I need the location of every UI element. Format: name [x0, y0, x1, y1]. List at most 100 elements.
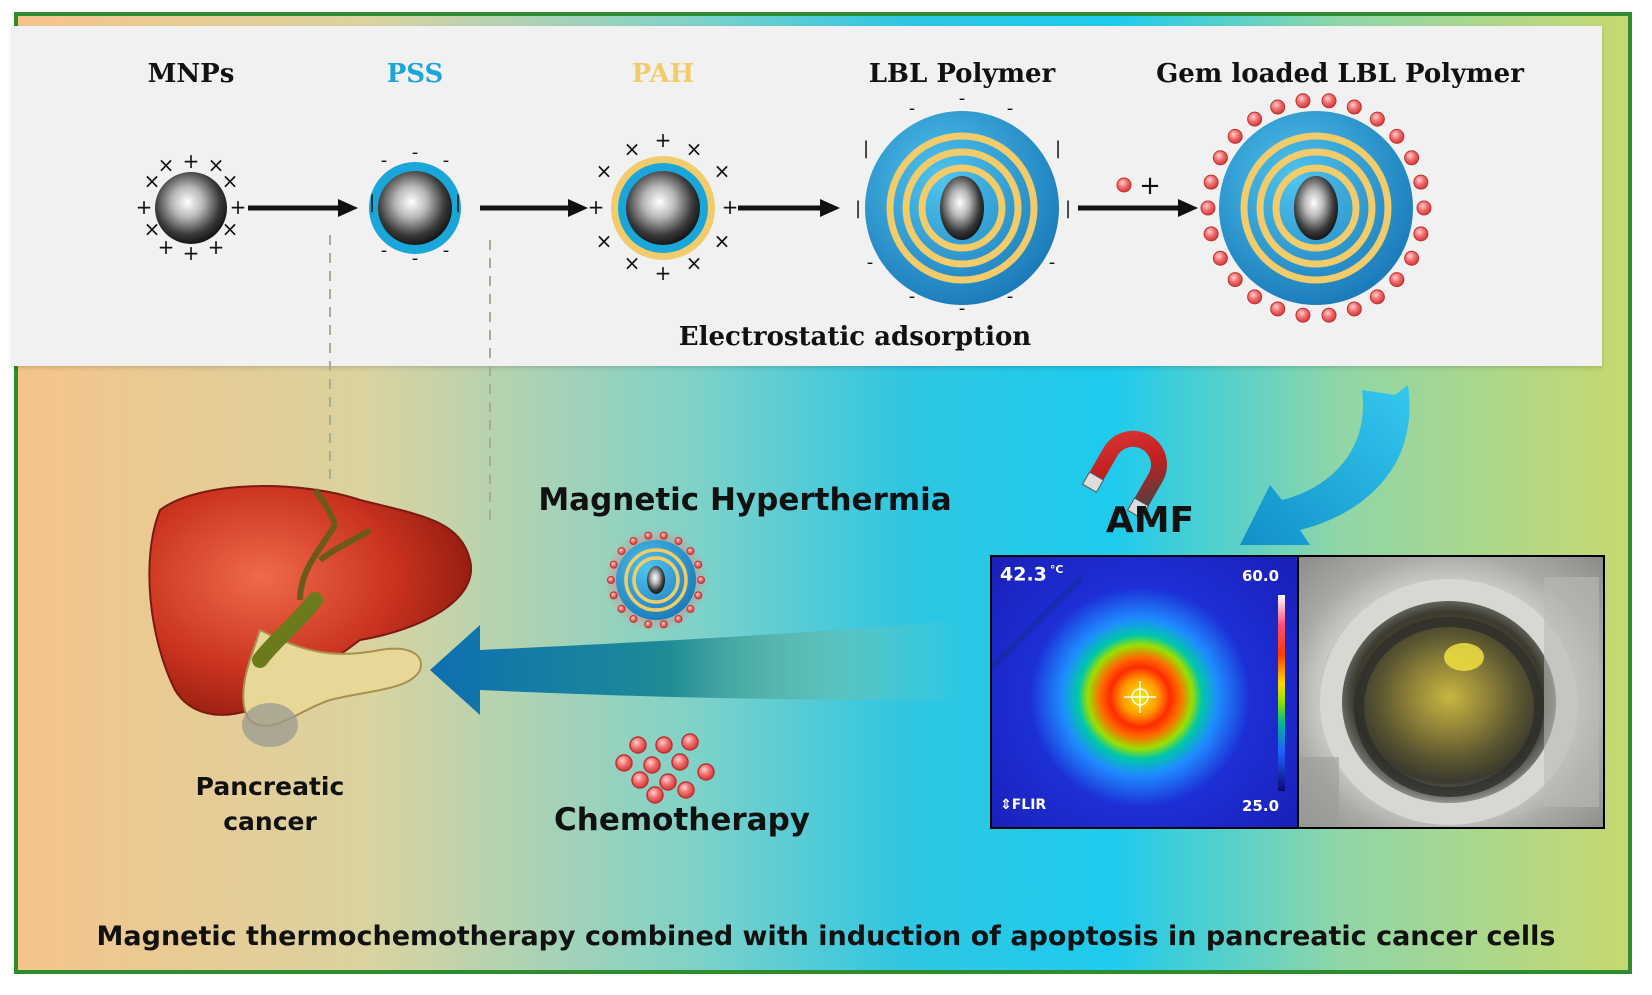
magnet-icon — [1081, 430, 1167, 519]
drug-molecule — [617, 604, 626, 613]
drug-molecule — [1227, 128, 1243, 144]
svg-text:+: + — [1139, 171, 1161, 201]
drug-molecules-ring — [1200, 93, 1432, 323]
svg-text:-: - — [412, 248, 419, 269]
drug-molecule — [694, 560, 703, 569]
drug-molecule — [1270, 301, 1286, 317]
drug-plus-symbol: + — [1116, 171, 1161, 201]
svg-text:×: × — [686, 251, 703, 275]
positive-charges: +×× ××+ +×× +++ — [136, 149, 247, 265]
drug-molecule — [1247, 289, 1263, 305]
drug-molecule — [1389, 128, 1405, 144]
svg-text:+: + — [588, 195, 605, 219]
svg-text:+: + — [230, 195, 247, 219]
treatment-arrow — [430, 620, 960, 715]
drug-molecule — [1413, 174, 1429, 190]
drug-molecule — [1346, 301, 1362, 317]
liver-pancreas-illustration — [148, 485, 473, 747]
drug-molecule — [1321, 93, 1337, 109]
scale-max-label: 60.0 — [1242, 567, 1280, 585]
drug-molecule — [1404, 250, 1420, 266]
hyperthermia-label: Magnetic Hyperthermia — [538, 482, 951, 518]
drug-molecule — [659, 620, 668, 629]
drug-molecule — [609, 591, 618, 600]
drug-molecule — [1295, 307, 1311, 323]
svg-text:×: × — [208, 153, 225, 177]
svg-text:+: + — [136, 195, 153, 219]
drug-molecule — [1321, 307, 1337, 323]
svg-text:×: × — [714, 159, 731, 183]
hyperthermia-particle — [604, 528, 708, 632]
gallbladder — [252, 592, 323, 668]
svg-text:-: - — [381, 240, 388, 261]
infrared-view: 42.3°C 60.0 25.0 ⇕FLIR — [992, 557, 1297, 827]
drug-molecule — [674, 614, 683, 623]
svg-text:×: × — [158, 153, 175, 177]
negative-charges-lbl: --- || || -- --- — [855, 88, 1071, 319]
svg-text:+: + — [655, 261, 672, 285]
amf-label: AMF — [1106, 500, 1194, 541]
svg-text:-: - — [412, 142, 419, 163]
svg-text:-: - — [867, 252, 874, 273]
drug-molecule — [659, 531, 668, 540]
svg-text:-: - — [443, 240, 450, 261]
svg-text:|: | — [855, 198, 861, 219]
coil-illustration — [1299, 577, 1599, 827]
svg-text:×: × — [144, 217, 161, 241]
drug-molecule — [1247, 111, 1263, 127]
svg-text:×: × — [222, 217, 239, 241]
tumor-spot — [242, 703, 298, 747]
pss-coated-particle: - - - | | - - - — [369, 142, 461, 269]
svg-text:-: - — [381, 150, 388, 171]
svg-text:-: - — [909, 98, 916, 119]
stage-label-mnps: MNPs — [148, 59, 235, 89]
svg-text:×: × — [222, 169, 239, 193]
drug-molecule — [1212, 150, 1228, 166]
drug-molecule — [1369, 111, 1385, 127]
drug-molecule — [607, 576, 615, 584]
mnp-particle: +×× ××+ +×× +++ — [136, 149, 247, 265]
drug-molecule — [1227, 272, 1243, 288]
svg-text:×: × — [596, 159, 613, 183]
svg-text:-: - — [443, 150, 450, 171]
svg-text:+: + — [183, 149, 200, 173]
temperature-unit: °C — [1049, 563, 1064, 576]
negative-charges: - - - | | - - - — [369, 142, 461, 269]
svg-text:+: + — [655, 128, 672, 152]
positive-charges-outer: +×× ×× ++ ×× ××+ — [588, 128, 739, 285]
stage-label-gem-loaded: Gem loaded LBL Polymer — [1156, 59, 1524, 89]
svg-text:-: - — [1049, 252, 1056, 273]
svg-text:+: + — [183, 241, 200, 265]
drug-molecule — [644, 620, 653, 629]
organ-label-line1: Pancreatic — [196, 772, 345, 801]
drug-molecule — [1203, 174, 1219, 190]
svg-text:-: - — [1007, 286, 1014, 307]
svg-text:-: - — [959, 298, 966, 319]
gem-loaded-particle — [1200, 93, 1432, 323]
curved-down-arrow — [1240, 385, 1410, 545]
pah-coated-particle: +×× ×× ++ ×× ××+ — [588, 128, 739, 285]
drug-molecule — [697, 576, 705, 584]
bottom-caption: Magnetic thermochemotherapy combined wit… — [97, 921, 1556, 952]
temperature-scale-bar — [1278, 595, 1285, 791]
svg-text:×: × — [714, 229, 731, 253]
svg-text:×: × — [144, 169, 161, 193]
svg-text:|: | — [455, 192, 461, 213]
drug-molecule — [1404, 150, 1420, 166]
stage-label-pss: PSS — [387, 59, 444, 89]
drug-molecule — [686, 547, 695, 556]
svg-text:|: | — [369, 192, 375, 213]
coil-photo — [1299, 557, 1603, 827]
lbl-polymer-particle: --- || || -- --- — [855, 88, 1071, 319]
svg-text:|: | — [863, 138, 869, 159]
chemotherapy-label: Chemotherapy — [554, 802, 810, 838]
scale-min-label: 25.0 — [1242, 797, 1280, 815]
drug-molecule — [1212, 250, 1228, 266]
drug-molecule — [1413, 226, 1429, 242]
svg-text:|: | — [1065, 198, 1071, 219]
drug-molecule — [629, 537, 638, 546]
process-label: Electrostatic adsorption — [679, 322, 1031, 352]
svg-text:-: - — [909, 286, 916, 307]
process-arrows — [248, 199, 1198, 217]
